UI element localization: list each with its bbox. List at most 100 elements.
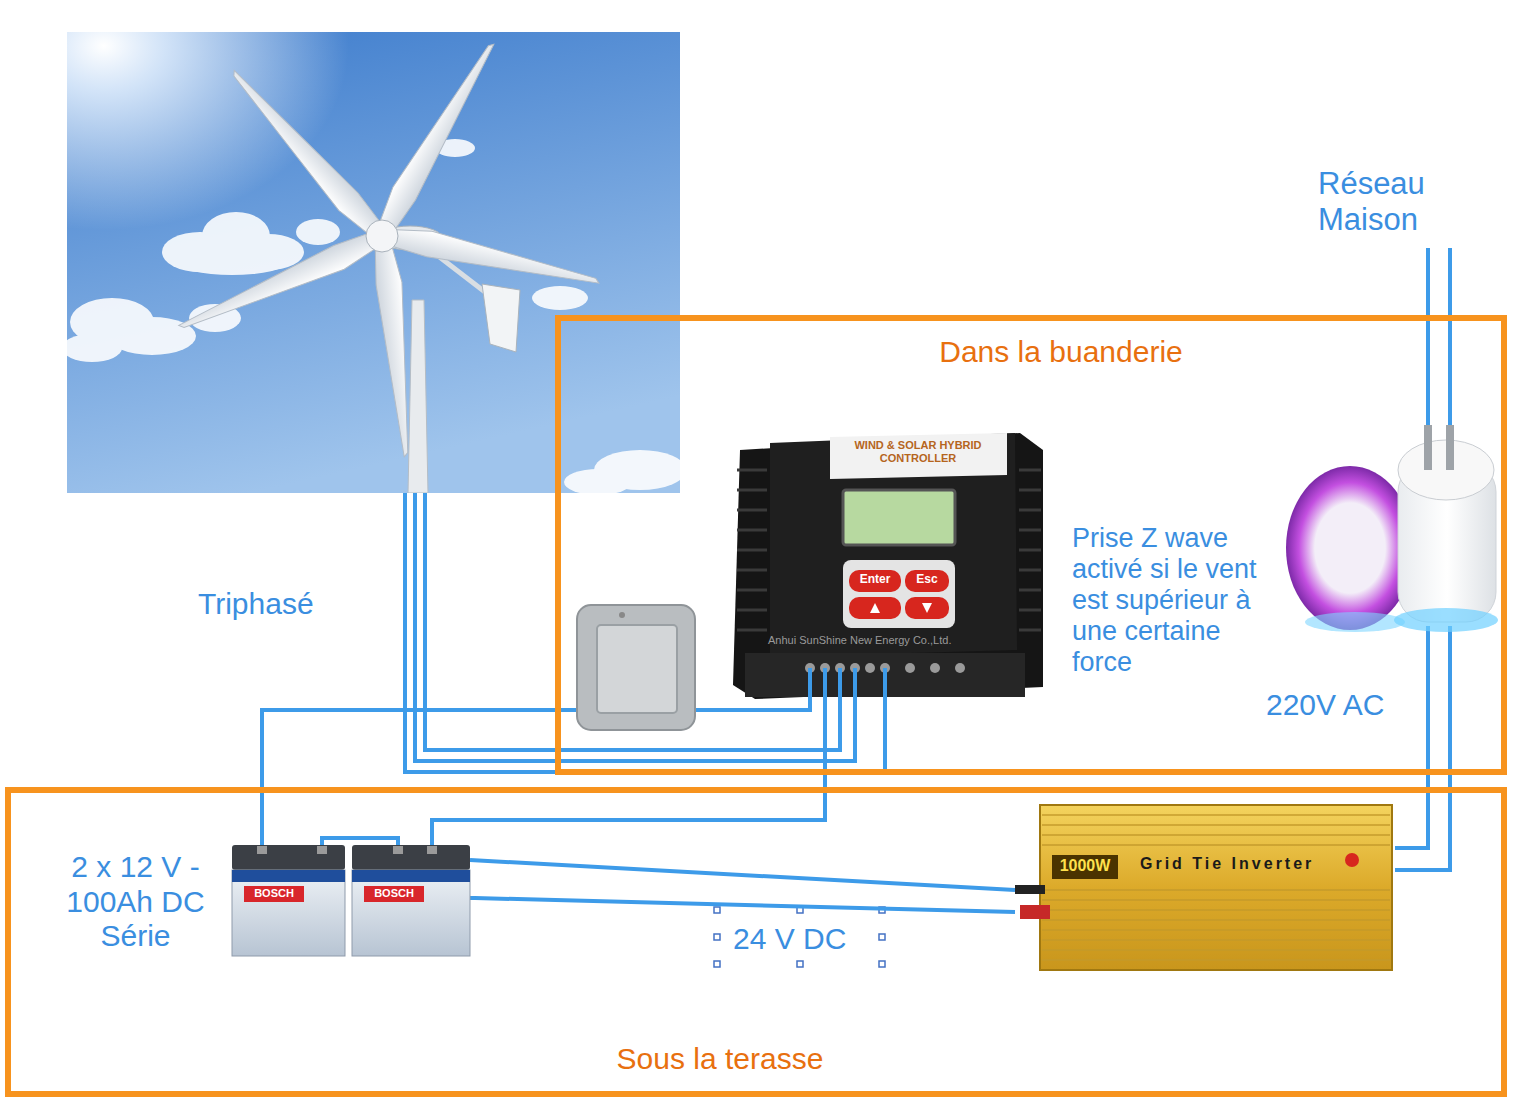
inverter-picture — [1042, 919, 1390, 921]
cloud — [296, 219, 340, 245]
controller-picture — [849, 570, 901, 592]
wall-switch — [577, 605, 695, 730]
controller-picture — [737, 529, 767, 532]
controller-picture — [905, 597, 949, 619]
controller-picture — [1019, 589, 1041, 592]
battery-picture — [232, 870, 345, 956]
controller-picture — [737, 509, 767, 512]
zwave-plug-picture — [1446, 425, 1454, 470]
cloud — [532, 286, 588, 310]
controller-picture — [733, 433, 1043, 701]
battery-picture — [244, 886, 304, 902]
controller-picture — [823, 668, 827, 701]
zwave-plug-picture — [1286, 425, 1498, 632]
inverter-picture — [1345, 853, 1359, 867]
selection-handle — [714, 907, 885, 967]
controller-picture — [1019, 569, 1041, 572]
inverter-picture — [1042, 834, 1390, 836]
battery-spec: 2 x 12 V - 100Ah DC Série — [33, 850, 238, 954]
inverter-picture — [1015, 805, 1392, 970]
controller-picture — [853, 668, 857, 701]
inverter-picture — [1042, 814, 1390, 816]
wire — [1448, 626, 1452, 701]
inverter-picture — [1042, 949, 1390, 951]
voltage-label: 24 V DC — [733, 922, 846, 957]
battery-picture — [352, 870, 470, 956]
controller-picture — [1019, 509, 1041, 512]
zwave-plug-picture — [1394, 608, 1498, 632]
controller-picture — [1019, 609, 1041, 612]
turbine-photo — [67, 32, 680, 493]
tail-fin — [482, 284, 520, 352]
wall-switch — [577, 605, 695, 730]
wire — [1426, 626, 1430, 701]
battery-picture — [427, 846, 437, 854]
battery-bank: 2 x 12 V - 100Ah DC SérieBOSCHBOSCH — [25, 830, 475, 965]
watermark: Anhui SunShine New Energy Co.,Ltd. — [768, 634, 951, 647]
power-rating: 1000W — [1052, 857, 1118, 875]
zwave-plug-picture — [1286, 466, 1414, 630]
controller-picture — [865, 663, 875, 673]
battery-picture — [352, 845, 470, 870]
turbine-blade — [175, 36, 603, 458]
controller-picture — [737, 549, 767, 552]
battery-picture — [352, 870, 470, 882]
controller-picture — [883, 668, 887, 701]
wire-connector — [475, 898, 1015, 912]
controller-picture — [843, 560, 955, 628]
wire-label: Triphasé — [198, 587, 314, 622]
wire — [1395, 700, 1450, 870]
controller-picture — [1019, 529, 1041, 532]
battery-picture — [232, 845, 345, 870]
zwave-plug-picture — [1305, 612, 1405, 632]
device-label: Grid Tie Inverter — [1140, 855, 1370, 873]
controller-picture — [737, 569, 767, 572]
inverter-picture — [1040, 805, 1392, 970]
inverter-picture — [1015, 885, 1045, 894]
region-heading: Sous la terasse — [560, 1042, 880, 1077]
wall-switch — [619, 612, 625, 618]
controller-picture — [849, 597, 901, 619]
controller-picture — [922, 603, 932, 613]
battery-picture — [232, 870, 345, 882]
zwave-plug-picture — [1424, 425, 1432, 470]
turbine-blade — [380, 221, 603, 293]
controller-picture — [737, 589, 767, 592]
controller-picture — [955, 663, 965, 673]
controller-picture — [843, 490, 955, 545]
controller-picture — [838, 668, 842, 701]
controller-picture — [1019, 549, 1041, 552]
cloud — [177, 249, 287, 275]
inverter-picture — [1042, 889, 1390, 891]
selection-handle — [714, 934, 720, 940]
controller-picture — [808, 668, 812, 701]
selection-handle — [797, 961, 803, 967]
wire — [1426, 248, 1430, 430]
inverter-picture — [1042, 824, 1390, 826]
controller-picture — [737, 469, 767, 472]
battery-picture — [364, 886, 424, 902]
controller-picture — [905, 570, 949, 592]
turbine-photo — [67, 32, 680, 493]
controller-picture — [737, 629, 767, 632]
inverter-picture — [1042, 844, 1390, 846]
turbine-blade — [369, 36, 503, 241]
battery-picture — [257, 846, 267, 854]
wire — [1448, 248, 1452, 430]
selection-handle — [879, 961, 885, 967]
controller-picture — [737, 609, 767, 612]
button-label: Esc — [906, 573, 948, 587]
inverter-picture — [1042, 815, 1390, 960]
wire — [470, 860, 1015, 890]
cloud — [67, 334, 122, 362]
controller-picture — [870, 603, 880, 613]
turbine-blade — [371, 234, 420, 458]
cloud — [564, 469, 632, 493]
selection-handle — [714, 961, 720, 967]
network-label: Réseau Maison — [1318, 166, 1448, 237]
wire — [262, 248, 1450, 898]
inverter-picture — [1042, 939, 1390, 941]
controller-picture — [1019, 489, 1041, 492]
controller-picture — [830, 433, 1007, 479]
controller-picture — [770, 433, 1017, 657]
